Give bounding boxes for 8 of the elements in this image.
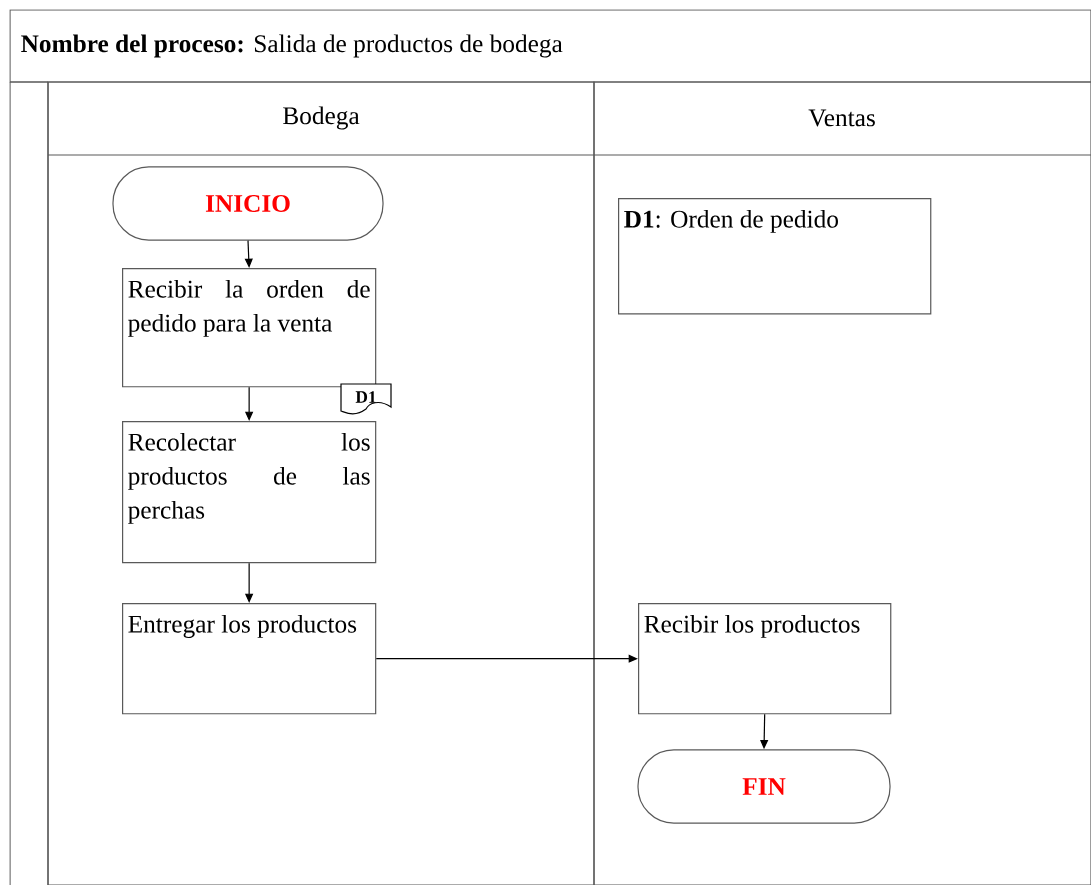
arrow bbox=[375, 654, 638, 663]
process-box: Entregar los productos bbox=[122, 603, 377, 715]
process-box: Recolectar los productos de las perchas bbox=[122, 421, 377, 564]
process-box: D1: Orden de pedido bbox=[618, 198, 932, 315]
title-bar: Nombre del proceso: Salida de productos de bodega bbox=[9, 9, 1091, 83]
process-box: Recibir los productos bbox=[638, 603, 892, 715]
process-box: Recibir la orden de pedido para la venta bbox=[122, 268, 377, 388]
arrow bbox=[244, 240, 253, 268]
